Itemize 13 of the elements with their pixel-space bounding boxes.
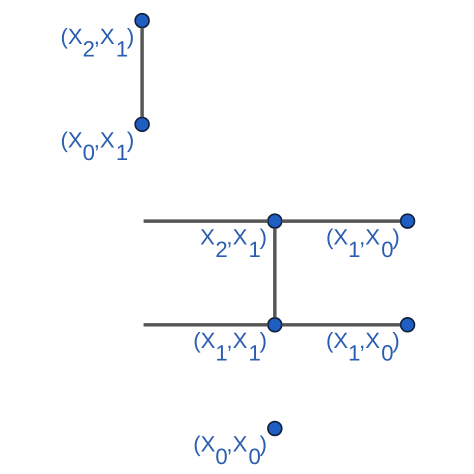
connector <box>281 323 400 327</box>
connector <box>143 323 268 327</box>
node-circle <box>134 116 150 132</box>
node-circle <box>399 317 415 333</box>
node-circle <box>266 317 282 333</box>
connector <box>143 219 268 223</box>
connector <box>140 28 144 118</box>
node-circle <box>266 420 282 436</box>
connector <box>281 219 400 223</box>
node-circle <box>134 12 150 28</box>
node-circle <box>266 213 282 229</box>
node-circle <box>399 213 415 229</box>
connector <box>272 228 276 318</box>
